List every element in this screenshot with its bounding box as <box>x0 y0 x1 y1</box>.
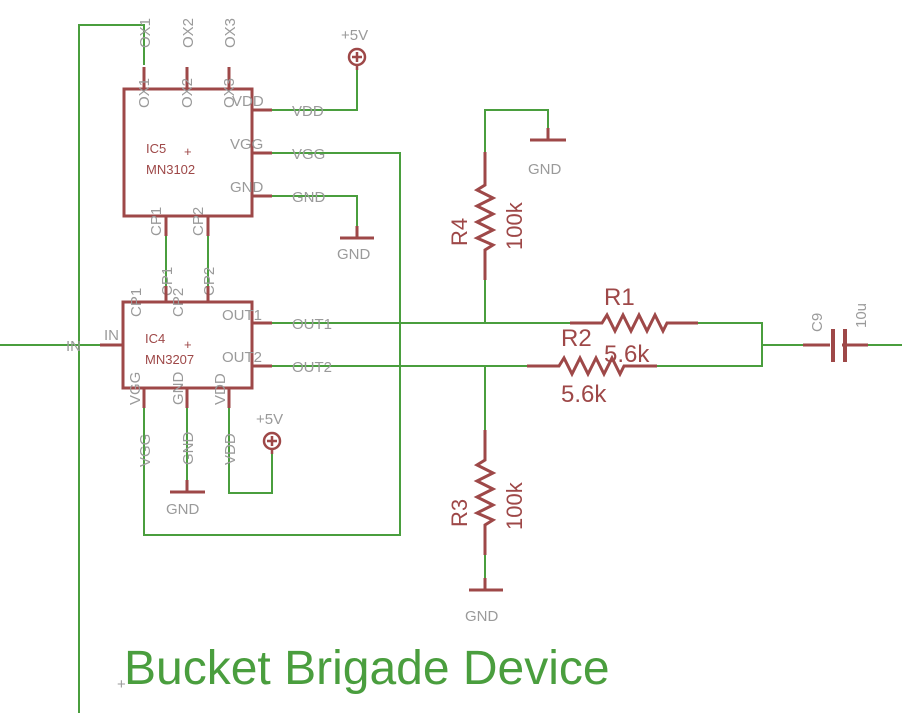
ic4-value: MN3207 <box>145 352 194 367</box>
capacitor-c9[interactable]: C9 10u <box>803 303 870 362</box>
wires <box>0 24 902 713</box>
svg-text:GND: GND <box>337 246 371 263</box>
resistor-r1[interactable]: R1 5.6k <box>570 284 698 368</box>
svg-text:GND: GND <box>166 501 200 518</box>
schematic-title: Bucket Brigade Device <box>124 642 610 695</box>
ic5-name: IC5 <box>146 141 166 156</box>
supply-5v-top: +5V <box>341 27 368 70</box>
ground-ic4: GND <box>166 480 205 518</box>
net-label-vgg: VGG <box>292 146 325 163</box>
net-label-vgg-2: VGG <box>137 434 154 467</box>
ic5-pin-vdd: VDD <box>232 93 264 110</box>
svg-text:+: + <box>184 144 192 159</box>
svg-text:GND: GND <box>528 161 562 178</box>
resistor-r4[interactable]: R4 100k <box>447 152 527 280</box>
svg-text:R4: R4 <box>447 218 472 246</box>
resistor-r2[interactable]: R2 5.6k <box>527 325 657 408</box>
svg-text:5.6k: 5.6k <box>561 381 607 408</box>
svg-text:R1: R1 <box>604 284 635 311</box>
ground-ic5: GND <box>337 226 374 263</box>
ic5-pin-ox3: OX3 <box>221 78 238 108</box>
net-label-ox1: OX1 <box>137 18 154 48</box>
net-label-cp1: CP1 <box>159 267 176 296</box>
ic5-pin-cp2: CP2 <box>190 207 207 236</box>
svg-text:5.6k: 5.6k <box>604 341 650 368</box>
ic5-pin-ox1: OX1 <box>136 78 153 108</box>
ic4-name: IC4 <box>145 331 165 346</box>
net-label-in: IN <box>66 338 81 355</box>
svg-text:GND: GND <box>465 608 499 625</box>
net-label-out2: OUT2 <box>292 359 332 376</box>
net-label-gnd: GND <box>292 189 326 206</box>
ic4-pin-vdd: VDD <box>212 373 229 405</box>
ic4-pin-vgg: VGG <box>127 372 144 405</box>
net-label-vdd: VDD <box>292 103 324 120</box>
ic5-value: MN3102 <box>146 162 195 177</box>
net-label-out1: OUT1 <box>292 316 332 333</box>
ic4-pin-cp1: CP1 <box>128 288 145 317</box>
ic4-pin-cp2: CP2 <box>170 288 187 317</box>
ic4-pin-gnd: GND <box>170 372 187 406</box>
svg-text:+: + <box>184 337 192 352</box>
ic5-mn3102[interactable]: IC5 MN3102 + VDD VGG GND OX1 OX2 OX3 CP1… <box>122 67 272 236</box>
net-label-cp2: CP2 <box>201 267 218 296</box>
svg-text:+5V: +5V <box>341 27 368 44</box>
net-label-ox2: OX2 <box>180 18 197 48</box>
ground-r3: GND <box>465 578 503 625</box>
resistor-r3[interactable]: R3 100k <box>447 430 527 555</box>
svg-text:100k: 100k <box>502 481 527 530</box>
ic5-pin-cp1: CP1 <box>148 207 165 236</box>
ic4-pin-out2: OUT2 <box>222 349 262 366</box>
net-label-ox3: OX3 <box>222 18 239 48</box>
ic5-pin-gnd: GND <box>230 179 264 196</box>
net-label-vdd-2: VDD <box>222 433 239 465</box>
ic4-pin-in: IN <box>104 327 119 344</box>
ic5-pin-ox2: OX2 <box>179 78 196 108</box>
svg-text:+: + <box>117 676 126 693</box>
ic4-mn3207[interactable]: IC4 MN3207 + IN OUT1 OUT2 CP1 CP2 VGG GN… <box>100 286 272 408</box>
svg-text:R3: R3 <box>447 499 472 527</box>
ground-r4: GND <box>528 128 566 178</box>
svg-text:R2: R2 <box>561 325 592 352</box>
ic5-pin-vgg: VGG <box>230 136 263 153</box>
svg-text:100k: 100k <box>502 201 527 250</box>
svg-text:+5V: +5V <box>256 411 283 428</box>
svg-text:10u: 10u <box>853 303 870 328</box>
supply-5v-bottom: +5V <box>256 411 283 454</box>
net-label-gnd-2: GND <box>180 432 197 466</box>
svg-text:C9: C9 <box>809 313 826 332</box>
ic4-pin-out1: OUT1 <box>222 307 262 324</box>
